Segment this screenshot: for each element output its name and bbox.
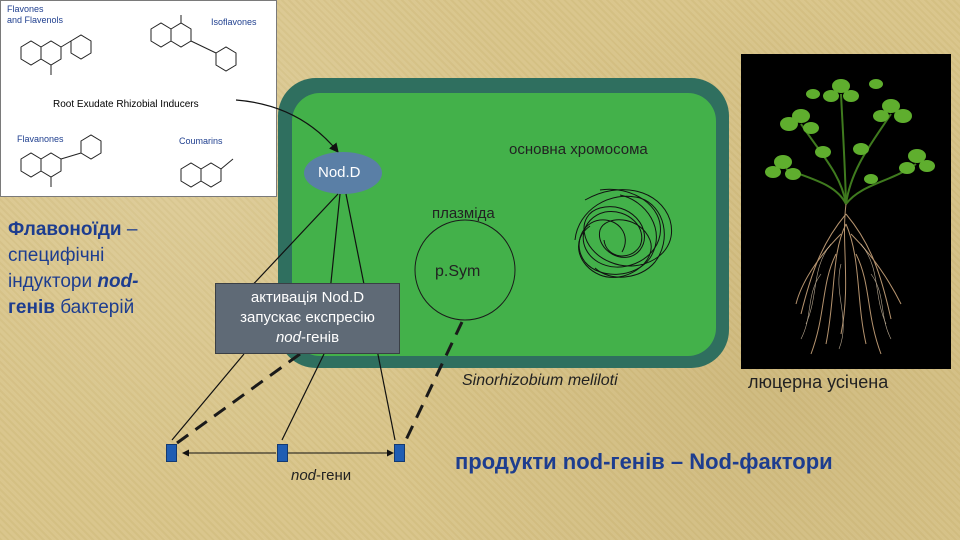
genes-word: генів	[8, 297, 55, 318]
molecule-drawings	[20, 15, 237, 188]
plasmid-circle	[414, 219, 516, 321]
flavonoids-dash: –	[121, 219, 138, 240]
activation-genes: -генів	[300, 329, 340, 346]
nodd-oval	[304, 152, 382, 194]
coumarins-label: Coumarins	[179, 136, 223, 146]
chromosome-tangle	[574, 188, 673, 278]
isoflavones-label: Isoflavones	[211, 17, 257, 27]
nod-prefix: nod-	[97, 271, 139, 292]
nod-genes-label: nod-гени	[291, 467, 351, 484]
alfalfa-photo	[741, 54, 951, 369]
inductors-word: індуктори	[8, 271, 98, 292]
flavenols-label: and Flavenols	[7, 15, 64, 25]
activation-nod: nod	[275, 329, 301, 346]
activation-lines	[171, 193, 396, 441]
activation-line-1: активація Nod.D	[250, 289, 365, 306]
flavanones-label: Flavanones	[17, 134, 64, 144]
dashed-links	[176, 321, 464, 445]
nod-gene-box-1	[166, 444, 177, 462]
nod-gene-box-3	[394, 444, 405, 462]
bacteria-word: бактерій	[54, 297, 135, 318]
nod-genes-rest: -гени	[316, 467, 352, 484]
flavonoids-word: Флавоноїди	[8, 219, 122, 240]
products-label: продукти nod-генів – Nod-фактори	[455, 449, 833, 474]
plasmid-label: плазміда	[432, 205, 495, 222]
activation-box: активація Nod.D запускає експресію nod-г…	[215, 283, 400, 354]
psym-label: p.Sym	[435, 263, 481, 280]
chromosome-label: основна хромосома	[509, 141, 648, 158]
plant-label: люцерна усічена	[748, 372, 889, 392]
activation-line-2: запускає експресію	[240, 309, 375, 326]
nodd-label: Nod.D	[318, 164, 361, 181]
nod-genes-italic: nod	[291, 467, 317, 484]
alfalfa-plant-drawing	[765, 79, 935, 355]
flavonoids-description: Флавоноїди – специфічні індуктори nod- г…	[8, 217, 208, 321]
specific-word: специфічні	[8, 245, 105, 266]
chemical-structures-panel: Flavones and Flavenols Isoflavones Flava…	[0, 0, 277, 197]
species-label: Sinorhizobium meliloti	[462, 372, 618, 389]
inducer-arrow	[235, 99, 339, 153]
inducers-caption: Root Exudate Rhizobial Inducers	[53, 99, 199, 110]
flavones-label: Flavones	[7, 4, 44, 14]
nod-gene-box-2	[277, 444, 288, 462]
